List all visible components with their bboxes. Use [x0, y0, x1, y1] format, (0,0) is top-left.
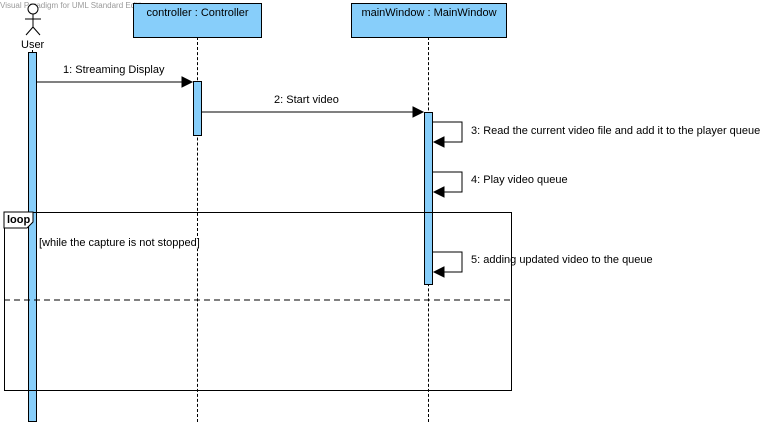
message-3-label: 3: Read the current video file and add i… — [471, 125, 761, 137]
message-2-label: 2: Start video — [274, 94, 339, 106]
controller-activation[interactable] — [193, 81, 202, 136]
loop-operator-tab — [3, 211, 34, 229]
watermark: Visual Paradigm for UML Standard Edition — [0, 1, 150, 10]
message-4-arrow — [432, 171, 463, 198]
message-5-label: 5: adding updated video to the queue — [471, 254, 653, 266]
user-activation[interactable] — [28, 52, 37, 422]
user-actor-icon — [25, 3, 41, 36]
loop-guard: [while the capture is not stopped] — [39, 237, 200, 249]
mainwindow-lifeline-head[interactable]: mainWindow : MainWindow — [351, 3, 507, 38]
loop-operator-label: loop — [7, 214, 31, 226]
loop-fragment[interactable] — [4, 212, 512, 391]
controller-lifeline-head[interactable]: controller : Controller — [133, 3, 262, 38]
message-5-arrow — [432, 251, 463, 278]
mainwindow-lifeline-title: mainWindow : MainWindow — [361, 7, 497, 19]
message-4-label: 4: Play video queue — [471, 174, 568, 186]
mainwindow-activation[interactable] — [424, 112, 433, 285]
controller-lifeline-title: controller : Controller — [146, 7, 249, 19]
message-1-label: 1: Streaming Display — [63, 64, 165, 76]
user-actor-label: User — [21, 39, 45, 51]
message-3-arrow — [432, 121, 463, 148]
message-1-arrow — [37, 76, 194, 88]
message-2-arrow — [202, 106, 425, 118]
controller-lifeline — [197, 37, 198, 422]
